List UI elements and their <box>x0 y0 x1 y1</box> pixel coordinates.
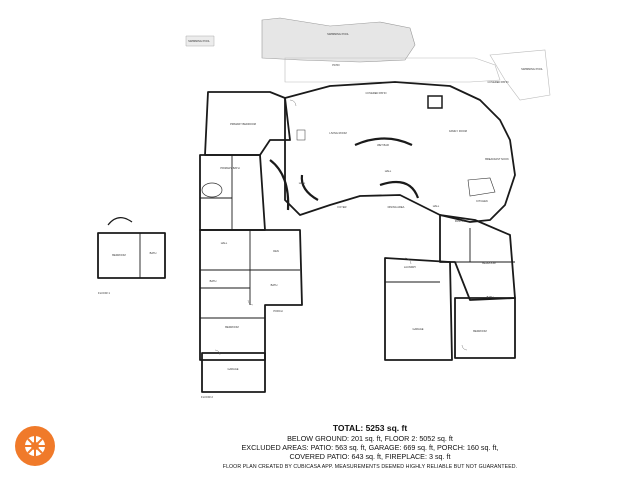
cubicasa-badge-icon <box>15 426 55 466</box>
label-bath-2: BATH <box>210 279 217 283</box>
wet-bar-counter <box>354 137 413 147</box>
stairs <box>296 129 306 141</box>
label-foyer: FOYER <box>338 205 347 209</box>
label-porch: PORCH <box>273 309 282 313</box>
label-garage: GARAGE <box>412 327 423 331</box>
label-hall-4: HALL <box>221 241 228 245</box>
label-garage-2: GARAGE <box>227 367 238 371</box>
excluded-areas-line-2: COVERED PATIO: 643 sq. ft, FIREPLACE: 3 … <box>289 452 451 461</box>
label-pantry: PANTRY <box>455 219 466 223</box>
spiral-stair <box>107 217 133 226</box>
curved-features <box>269 137 420 211</box>
label-hall-2: HALL <box>385 169 392 173</box>
label-hall-3: HALL <box>433 204 440 208</box>
label-bedroom-2: BEDROOM <box>473 329 486 333</box>
fixtures <box>107 95 496 226</box>
disclaimer: FLOOR PLAN CREATED BY CUBICASA APP. MEAS… <box>222 464 518 470</box>
patio-outline <box>284 49 551 101</box>
fireplace <box>427 95 443 109</box>
label-hall-1: HALL <box>299 181 306 185</box>
walls <box>97 81 516 393</box>
label-bath-3: BATH <box>271 283 278 287</box>
label-bath-1: BATH <box>487 295 494 299</box>
label-living-room: LIVING ROOM <box>329 131 346 135</box>
total-area: TOTAL: 5253 sq. ft <box>332 423 408 433</box>
label-bedroom-3: BEDROOM <box>225 325 238 329</box>
label-covered-patio-2: COVERED PATIO <box>488 80 509 84</box>
floor-2-label: FLOOR 2 <box>201 395 213 399</box>
label-den: DEN <box>273 249 279 253</box>
small-pool <box>185 35 215 47</box>
floor-1-label: FLOOR 1 <box>98 291 110 295</box>
label-covered-patio-1: COVERED PATIO <box>366 91 387 95</box>
label-swimming-pool-3: SWIMMING POOL <box>521 67 543 71</box>
label-patio: PATIO <box>332 63 339 67</box>
label-kitchen: KITCHEN <box>476 199 488 203</box>
doors <box>214 99 468 356</box>
interior-walls <box>139 155 515 319</box>
kitchen-island <box>467 177 496 197</box>
label-primary-bedroom: PRIMARY BEDROOM <box>230 122 256 126</box>
bathtub <box>201 182 223 198</box>
center-arc <box>379 180 420 199</box>
label-laundry: LAUNDRY <box>404 265 417 269</box>
label-bedroom-1: BEDROOM <box>482 261 495 265</box>
area-breakdown: BELOW GROUND: 201 sq. ft, FLOOR 2: 5052 … <box>287 434 453 443</box>
label-primary-bath: PRIMARY BATH <box>220 166 239 170</box>
label-family-room: FAMILY ROOM <box>449 129 467 133</box>
label-bath-floor1: BATH <box>150 251 157 255</box>
label-room-floor1: BEDROOM <box>112 253 125 257</box>
pool-areas <box>185 17 416 63</box>
room-labels: SWIMMING POOL SWIMMING POOL SWIMMING POO… <box>112 32 543 371</box>
label-wet-bar: WET BAR <box>377 143 389 147</box>
main-pool <box>261 17 416 63</box>
label-dining-area: DINING AREA <box>388 205 405 209</box>
label-breakfast-nook: BREAKFAST NOOK <box>485 157 509 161</box>
excluded-areas-line-1: EXCLUDED AREAS: PATIO: 563 sq. ft, GARAG… <box>241 443 499 452</box>
label-swimming-pool-1: SWIMMING POOL <box>188 39 210 43</box>
label-swimming-pool-2: SWIMMING POOL <box>327 32 349 36</box>
